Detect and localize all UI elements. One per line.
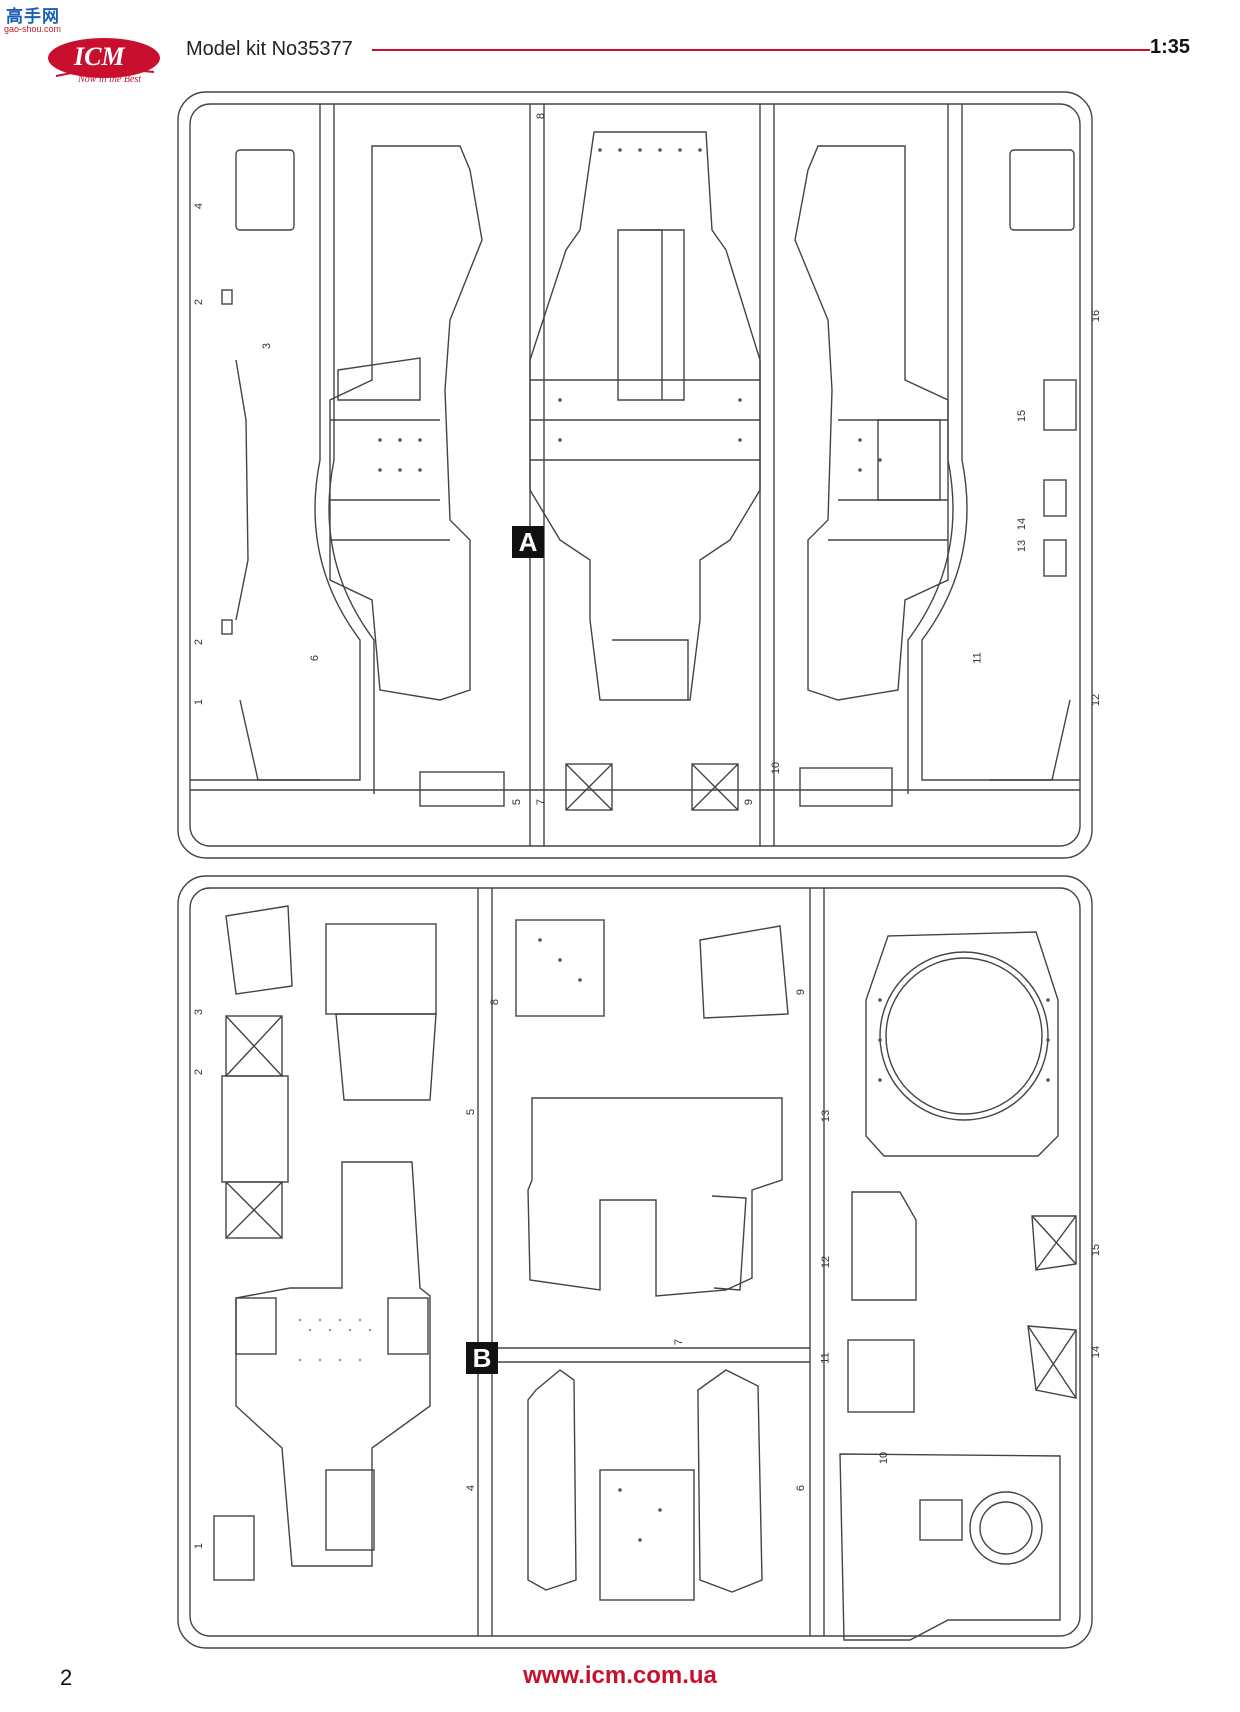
header-divider	[372, 49, 1150, 51]
sprue-a-part-1: 1	[193, 698, 206, 706]
sprue-b-part-13: 13	[820, 1109, 833, 1123]
sprue-a-part-9: 9	[743, 798, 756, 806]
sprue-a-part-2b: 2	[193, 638, 206, 646]
sprue-b-part-9: 9	[795, 988, 808, 996]
watermark-url: gao-shou.com	[4, 24, 62, 34]
sprue-b-part-12: 12	[820, 1255, 833, 1269]
sprue-b-part-14: 14	[1090, 1345, 1103, 1359]
sprue-b-part-10: 10	[878, 1451, 891, 1465]
page-title: Model kit No35377	[186, 38, 353, 60]
sprue-b-part-2: 2	[193, 1068, 206, 1076]
sprue-a-part-3: 3	[261, 342, 274, 350]
sprue-b-part-3: 3	[193, 1008, 206, 1016]
sprue-a-part-13: 13	[1016, 539, 1029, 553]
sprue-a-label: A	[512, 526, 544, 558]
logo-tagline: Now in the Best	[78, 74, 142, 85]
watermark: 高手网 gao-shou.com	[0, 0, 80, 40]
sprue-a-part-15: 15	[1016, 409, 1029, 423]
sprue-a-part-6: 6	[309, 654, 322, 662]
sprue-a-part-14: 14	[1016, 517, 1029, 531]
sprue-b-part-8: 8	[489, 998, 502, 1006]
sprue-b-part-5: 5	[465, 1108, 478, 1116]
sprue-b-part-4: 4	[465, 1484, 478, 1492]
logo-brand: ICM	[74, 42, 125, 71]
footer-url[interactable]: www.icm.com.ua	[523, 1662, 717, 1689]
sprue-a-part-4: 4	[193, 202, 206, 210]
sprue-b-part-7: 7	[673, 1338, 686, 1346]
sprue-b-part-15: 15	[1090, 1243, 1103, 1257]
watermark-text: 高手网	[6, 7, 60, 27]
sprue-a-part-16: 16	[1090, 309, 1103, 323]
sprue-b-part-6: 6	[795, 1484, 808, 1492]
sprue-b-label: B	[466, 1342, 498, 1374]
sprue-a-part-5: 5	[511, 798, 524, 806]
sprue-a-part-10: 10	[770, 761, 783, 775]
scale-label: 1:35	[1149, 36, 1190, 58]
sprue-b-part-1: 1	[193, 1542, 206, 1550]
sprue-a-part-12: 12	[1090, 693, 1103, 707]
sprue-a-part-8: 8	[535, 112, 548, 120]
sprue-b-part-11: 11	[819, 1352, 832, 1364]
sprue-a-part-7: 7	[535, 798, 548, 806]
page-number: 2	[60, 1665, 73, 1690]
icm-logo	[48, 38, 160, 78]
sprue-a-part-11: 11	[971, 652, 984, 664]
sprue-a-part-2: 2	[193, 298, 206, 306]
